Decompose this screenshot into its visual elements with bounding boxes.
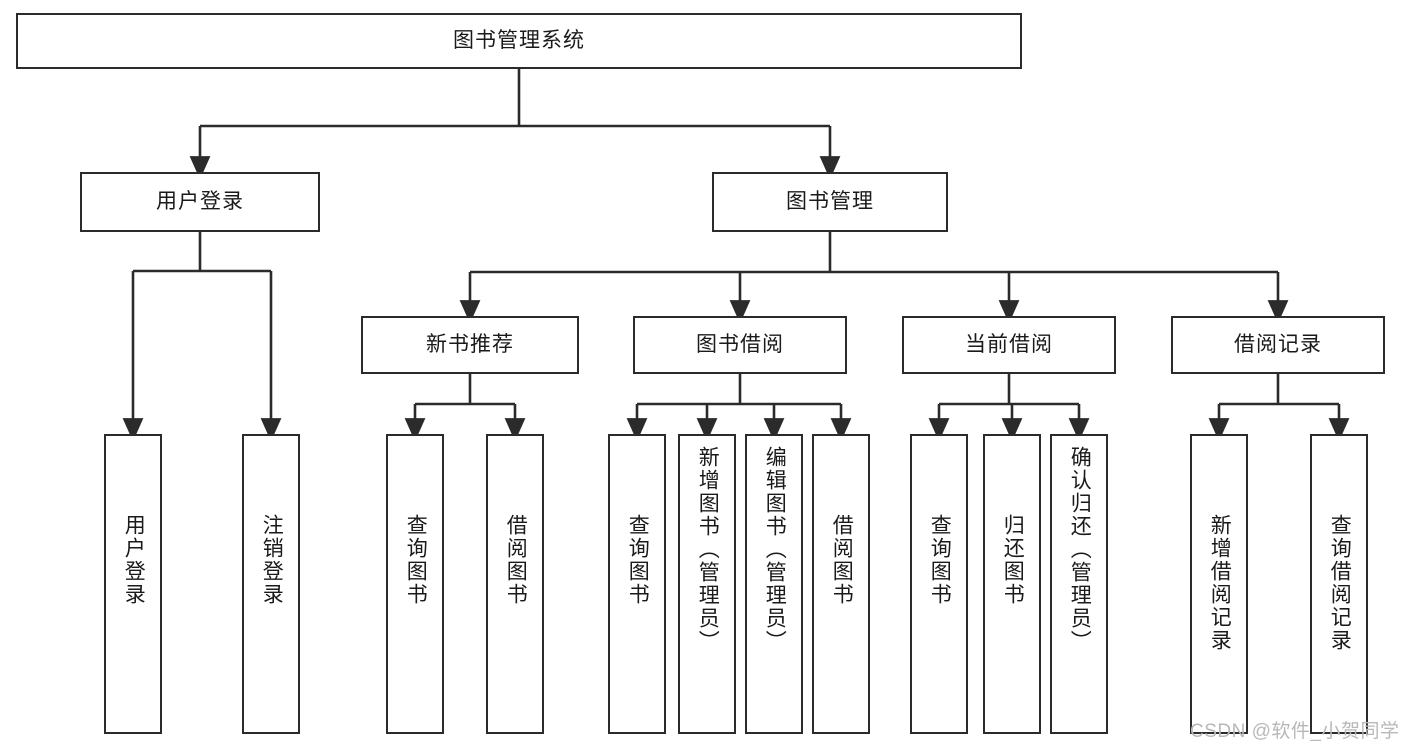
- node-borrow-records[interactable]: 借阅记录: [1171, 316, 1385, 374]
- csdn-watermark: CSDN @软件_小贺同学: [1190, 721, 1400, 742]
- node-book-borrowing[interactable]: 图书借阅: [633, 316, 847, 374]
- node-label: 借阅图书: [830, 514, 854, 606]
- node-label: 用户登录: [156, 189, 244, 213]
- node-label: 用户登录: [122, 514, 146, 606]
- node-label: 当前借阅: [965, 332, 1053, 356]
- leaf-node[interactable]: 归还图书: [983, 434, 1041, 734]
- node-label: 编辑图书（管理员）: [763, 446, 787, 653]
- node-user-login[interactable]: 用户登录: [80, 172, 320, 232]
- node-root-system[interactable]: 图书管理系统: [16, 13, 1022, 69]
- leaf-node[interactable]: 新增图书（管理员）: [678, 434, 736, 734]
- leaf-node[interactable]: 确认归还（管理员）: [1050, 434, 1108, 734]
- node-label: 查询借阅记录: [1328, 514, 1352, 652]
- leaf-node[interactable]: 借阅图书: [812, 434, 870, 734]
- leaf-node[interactable]: 新增借阅记录: [1190, 434, 1248, 734]
- node-label: 借阅记录: [1234, 332, 1322, 356]
- node-current-borrowing[interactable]: 当前借阅: [902, 316, 1116, 374]
- node-label: 归还图书: [1001, 514, 1025, 606]
- leaf-node[interactable]: 查询图书: [910, 434, 968, 734]
- node-label: 图书管理: [786, 189, 874, 213]
- leaf-node[interactable]: 注销登录: [242, 434, 300, 734]
- node-label: 图书借阅: [696, 332, 784, 356]
- node-label: 确认归还（管理员）: [1068, 446, 1092, 653]
- node-label: 图书管理系统: [453, 28, 585, 52]
- node-label: 查询图书: [928, 514, 952, 606]
- leaf-node[interactable]: 查询图书: [608, 434, 666, 734]
- node-label: 新书推荐: [426, 332, 514, 356]
- node-label: 新增借阅记录: [1208, 514, 1232, 652]
- node-book-management[interactable]: 图书管理: [712, 172, 948, 232]
- leaf-node[interactable]: 用户登录: [104, 434, 162, 734]
- node-label: 注销登录: [260, 514, 284, 606]
- leaf-node[interactable]: 借阅图书: [486, 434, 544, 734]
- leaf-node[interactable]: 编辑图书（管理员）: [745, 434, 803, 734]
- node-label: 新增图书（管理员）: [696, 446, 720, 653]
- node-label: 借阅图书: [504, 514, 528, 606]
- leaf-node[interactable]: 查询图书: [386, 434, 444, 734]
- node-new-book-recommendation[interactable]: 新书推荐: [361, 316, 579, 374]
- node-label: 查询图书: [626, 514, 650, 606]
- leaf-node[interactable]: 查询借阅记录: [1310, 434, 1368, 734]
- node-label: 查询图书: [404, 514, 428, 606]
